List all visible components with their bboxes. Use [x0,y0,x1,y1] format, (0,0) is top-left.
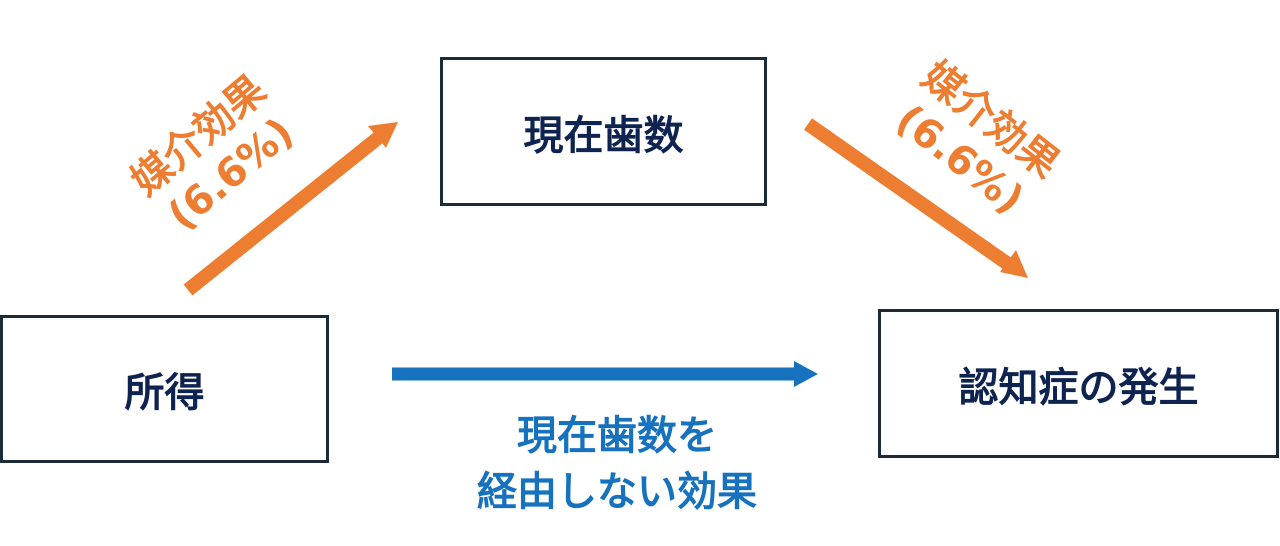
label-line: 現在歯数を [517,413,717,459]
node-income: 所得 [0,315,329,463]
node-label: 所得 [124,370,205,416]
arrow-direct-effect [392,361,818,387]
node-label: 認知症の発生 [958,364,1199,411]
arrow-income-to-teeth [183,122,398,296]
arrow-teeth-to-dementia [803,118,1028,278]
node-current-teeth: 現在歯数 [440,57,767,206]
node-label: 現在歯数 [523,112,684,159]
label-line: 経由しない効果 [477,469,757,515]
node-dementia-onset: 認知症の発生 [878,309,1279,458]
direct-effect-label: 現在歯数を 経由しない効果 [417,408,817,520]
